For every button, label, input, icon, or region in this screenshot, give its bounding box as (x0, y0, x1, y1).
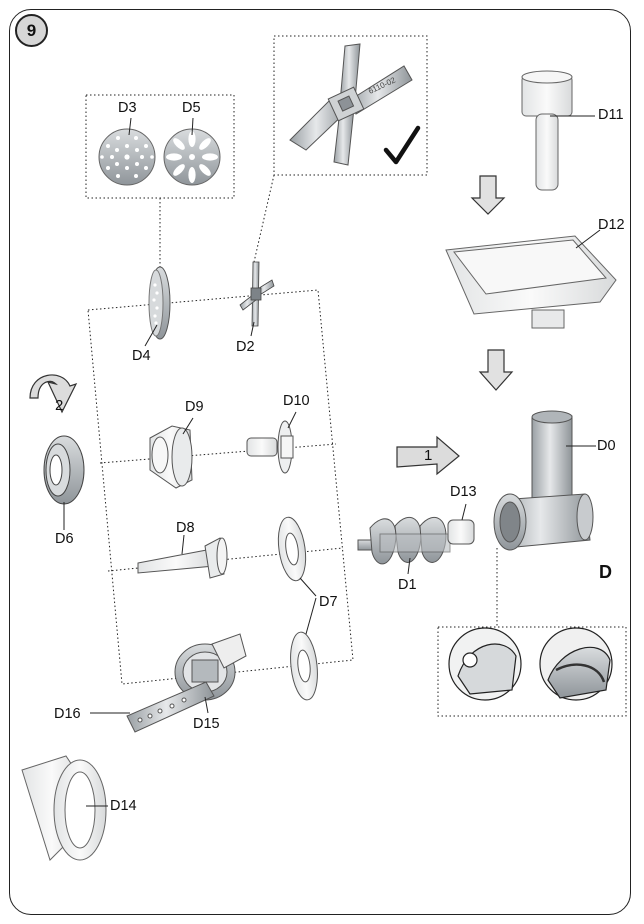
label-d7: D7 (319, 594, 338, 610)
label-d14: D14 (110, 798, 137, 814)
label-d9: D9 (185, 399, 204, 415)
blade-closeup (289, 43, 413, 166)
down-arrows (470, 175, 514, 391)
label-d10: D10 (283, 393, 310, 409)
label-d13: D13 (450, 484, 477, 500)
accessory-group-box (87, 289, 354, 685)
step2-rotation-arrow (29, 374, 78, 414)
page-frame (9, 9, 631, 915)
label-d1: D1 (398, 577, 417, 593)
d7-discs (277, 516, 318, 701)
label-d0: D0 (597, 438, 616, 454)
d6-ring-nut (43, 435, 85, 505)
label-d12: D12 (598, 217, 625, 233)
label-d4: D4 (132, 348, 151, 364)
label-d6: D6 (55, 531, 74, 547)
step1-arrow-number: 1 (424, 447, 433, 464)
label-d5: D5 (182, 100, 201, 116)
d11-pusher (521, 70, 573, 191)
down-arrow-2 (478, 349, 514, 391)
step-number-badge: 9 (15, 14, 48, 47)
checkmark-icon (383, 125, 421, 165)
d12-food-tray (445, 235, 617, 329)
step1-insert-arrow (396, 435, 460, 476)
leader-lines (63, 115, 601, 807)
section-letter: D (599, 562, 612, 582)
detail-views (448, 627, 613, 701)
d16-kebbe-shaft (126, 681, 215, 733)
d10-spacer (246, 420, 294, 474)
label-d11: D11 (598, 107, 624, 123)
d3-fine-plate (98, 128, 156, 186)
d14-tray-cover (21, 755, 107, 861)
d0-grinder-body (493, 410, 594, 551)
detail-callout-box (437, 626, 627, 717)
label-d8: D8 (176, 520, 195, 536)
step2-arrow-number: 2 (55, 397, 64, 414)
d2-small-blade (239, 261, 275, 327)
blade-callout-box (273, 35, 428, 176)
label-d15: D15 (193, 716, 220, 732)
label-d2: D2 (236, 339, 255, 355)
label-d16: D16 (54, 706, 81, 722)
d9-sausage-cone (149, 425, 193, 489)
d13-bush (447, 519, 475, 545)
d8-sausage-tube (137, 537, 228, 579)
d4-cutting-plate (148, 266, 171, 340)
d5-coarse-plate (163, 128, 221, 186)
down-arrow-1 (470, 175, 506, 215)
d15-kebbe-attachment (174, 633, 247, 701)
label-d3: D3 (118, 100, 137, 116)
d1-auger (357, 516, 451, 565)
